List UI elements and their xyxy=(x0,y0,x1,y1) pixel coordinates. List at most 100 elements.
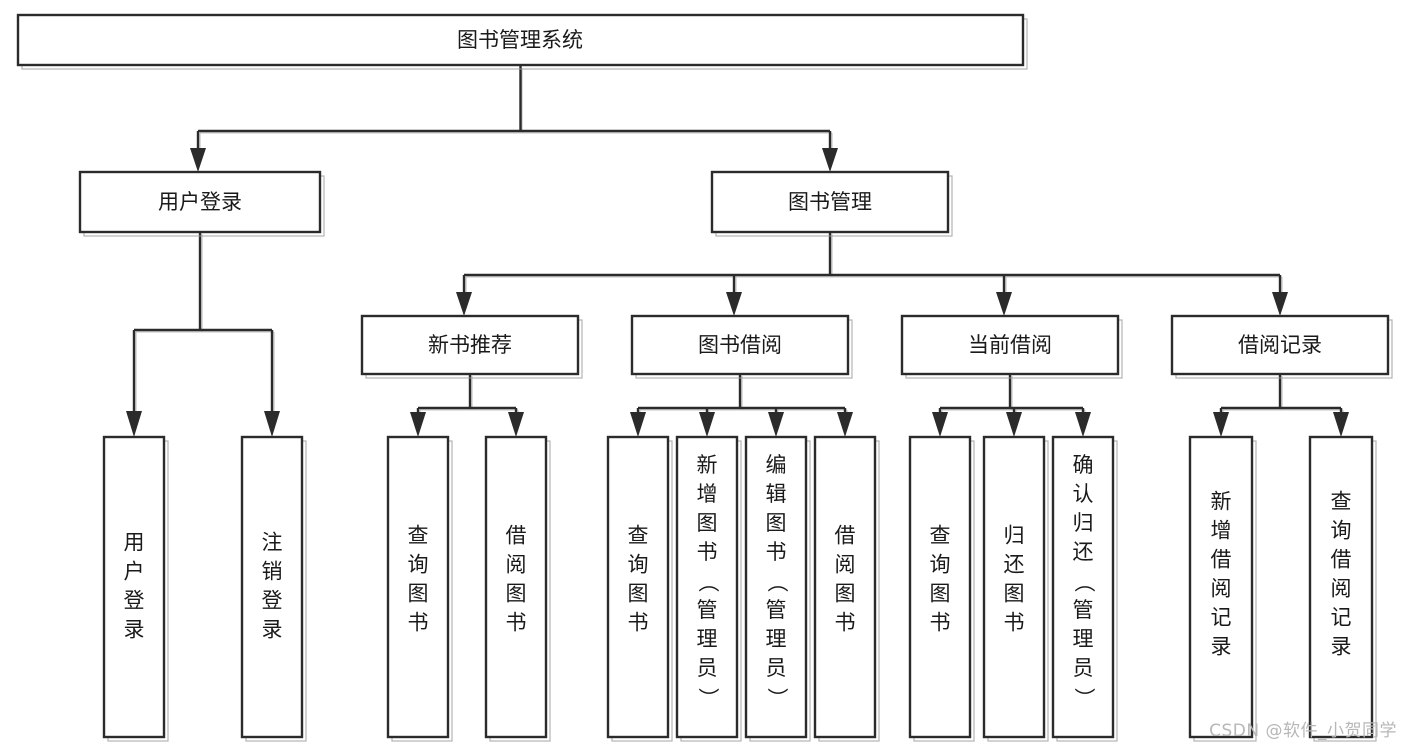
node-root[interactable]: 图书管理系统 xyxy=(16,13,1028,70)
node-book-borrow[interactable]: 图书借阅 xyxy=(630,314,853,379)
vertical-glyph: ） xyxy=(1072,688,1096,709)
arrow-head-user-login xyxy=(190,148,206,172)
vertical-glyph: 新 xyxy=(697,453,718,477)
arrow-head-borrow-record xyxy=(1272,292,1288,316)
vertical-glyph: ） xyxy=(765,688,789,709)
edge-borrowrecord-to-leaves xyxy=(1213,374,1349,437)
vertical-glyph: 询 xyxy=(628,553,649,577)
connector-layer xyxy=(126,65,1349,437)
edge-bookmanage-to-level3 xyxy=(456,232,1288,316)
vertical-glyph: 用 xyxy=(124,531,145,555)
node-new-book[interactable]: 新书推荐 xyxy=(360,314,583,379)
arrow-head-leaf-br-add xyxy=(1213,412,1229,437)
node-current-borrow-label: 当前借阅 xyxy=(968,333,1052,357)
vertical-glyph: 图 xyxy=(697,511,718,535)
vertical-glyph: 借 xyxy=(1211,548,1232,572)
vertical-glyph: 户 xyxy=(124,560,145,584)
arrow-head-leaf-bb-edit xyxy=(768,412,784,437)
vertical-glyph: 增 xyxy=(1211,519,1232,543)
node-leaf-user-login[interactable]: 用户登录 xyxy=(102,435,169,742)
node-user-login[interactable]: 用户登录 xyxy=(78,170,325,237)
vertical-glyph: 询 xyxy=(408,553,429,577)
arrow-head-leaf-nb-borrow xyxy=(508,412,524,437)
vertical-glyph: 查 xyxy=(408,524,429,548)
vertical-glyph: 管 xyxy=(697,598,718,622)
vertical-glyph: 员 xyxy=(697,656,718,680)
vertical-glyph: （ xyxy=(765,572,789,593)
vertical-glyph: 书 xyxy=(506,611,527,635)
arrow-head-leaf-cb-return xyxy=(1006,412,1022,437)
vertical-glyph: 登 xyxy=(124,589,145,613)
vertical-glyph: 询 xyxy=(930,553,951,577)
vertical-glyph: 归 xyxy=(1073,511,1094,535)
arrow-head-leaf-bb-add xyxy=(699,412,715,437)
edge-bookborrow-to-leaves xyxy=(630,374,853,437)
vertical-glyph: （ xyxy=(696,572,720,593)
arrow-head-leaf-logout xyxy=(264,411,280,437)
vertical-glyph: 图 xyxy=(628,582,649,606)
vertical-glyph: 书 xyxy=(697,540,718,564)
vertical-glyph: 借 xyxy=(1331,548,1352,572)
node-root-label: 图书管理系统 xyxy=(457,28,583,52)
vertical-glyph: 阅 xyxy=(506,553,527,577)
arrow-head-leaf-br-query xyxy=(1333,412,1349,437)
vertical-glyph: 书 xyxy=(628,611,649,635)
arrow-head-leaf-bb-query xyxy=(630,412,646,437)
arrow-head-book-borrow xyxy=(726,292,742,316)
node-new-book-label: 新书推荐 xyxy=(428,333,512,357)
arrow-head-leaf-user-login xyxy=(126,411,142,437)
vertical-glyph: 查 xyxy=(1331,490,1352,514)
vertical-glyph: 管 xyxy=(766,598,787,622)
vertical-glyph: 认 xyxy=(1073,482,1094,506)
edge-root-to-level2 xyxy=(190,65,838,172)
vertical-glyph: 书 xyxy=(766,540,787,564)
vertical-glyph: 销 xyxy=(262,560,283,584)
node-book-manage[interactable]: 图书管理 xyxy=(710,170,953,237)
vertical-glyph: 员 xyxy=(766,656,787,680)
arrow-head-leaf-nb-query xyxy=(410,412,426,437)
node-borrow-record[interactable]: 借阅记录 xyxy=(1170,314,1393,379)
vertical-glyph: 询 xyxy=(1331,519,1352,543)
node-leaf-user-login-label: 用户登录 xyxy=(124,531,145,642)
node-current-borrow[interactable]: 当前借阅 xyxy=(900,314,1123,379)
vertical-glyph: 员 xyxy=(1073,656,1094,680)
vertical-glyph: 编 xyxy=(766,453,787,477)
arrow-head-leaf-cb-query xyxy=(932,412,948,437)
edge-newbook-to-leaves xyxy=(410,374,524,437)
vertical-glyph: 还 xyxy=(1004,553,1025,577)
vertical-glyph: 理 xyxy=(697,627,718,651)
vertical-glyph: 阅 xyxy=(1211,577,1232,601)
vertical-glyph: 录 xyxy=(1331,635,1352,659)
vertical-glyph: 增 xyxy=(697,482,718,506)
vertical-glyph: 书 xyxy=(835,611,856,635)
vertical-glyph: 查 xyxy=(628,524,649,548)
vertical-glyph: 注 xyxy=(262,531,283,555)
vertical-glyph: 记 xyxy=(1211,606,1232,630)
node-book-manage-label: 图书管理 xyxy=(788,190,872,214)
vertical-glyph: 阅 xyxy=(1331,577,1352,601)
vertical-glyph: 借 xyxy=(835,524,856,548)
node-borrow-record-label: 借阅记录 xyxy=(1238,333,1322,357)
